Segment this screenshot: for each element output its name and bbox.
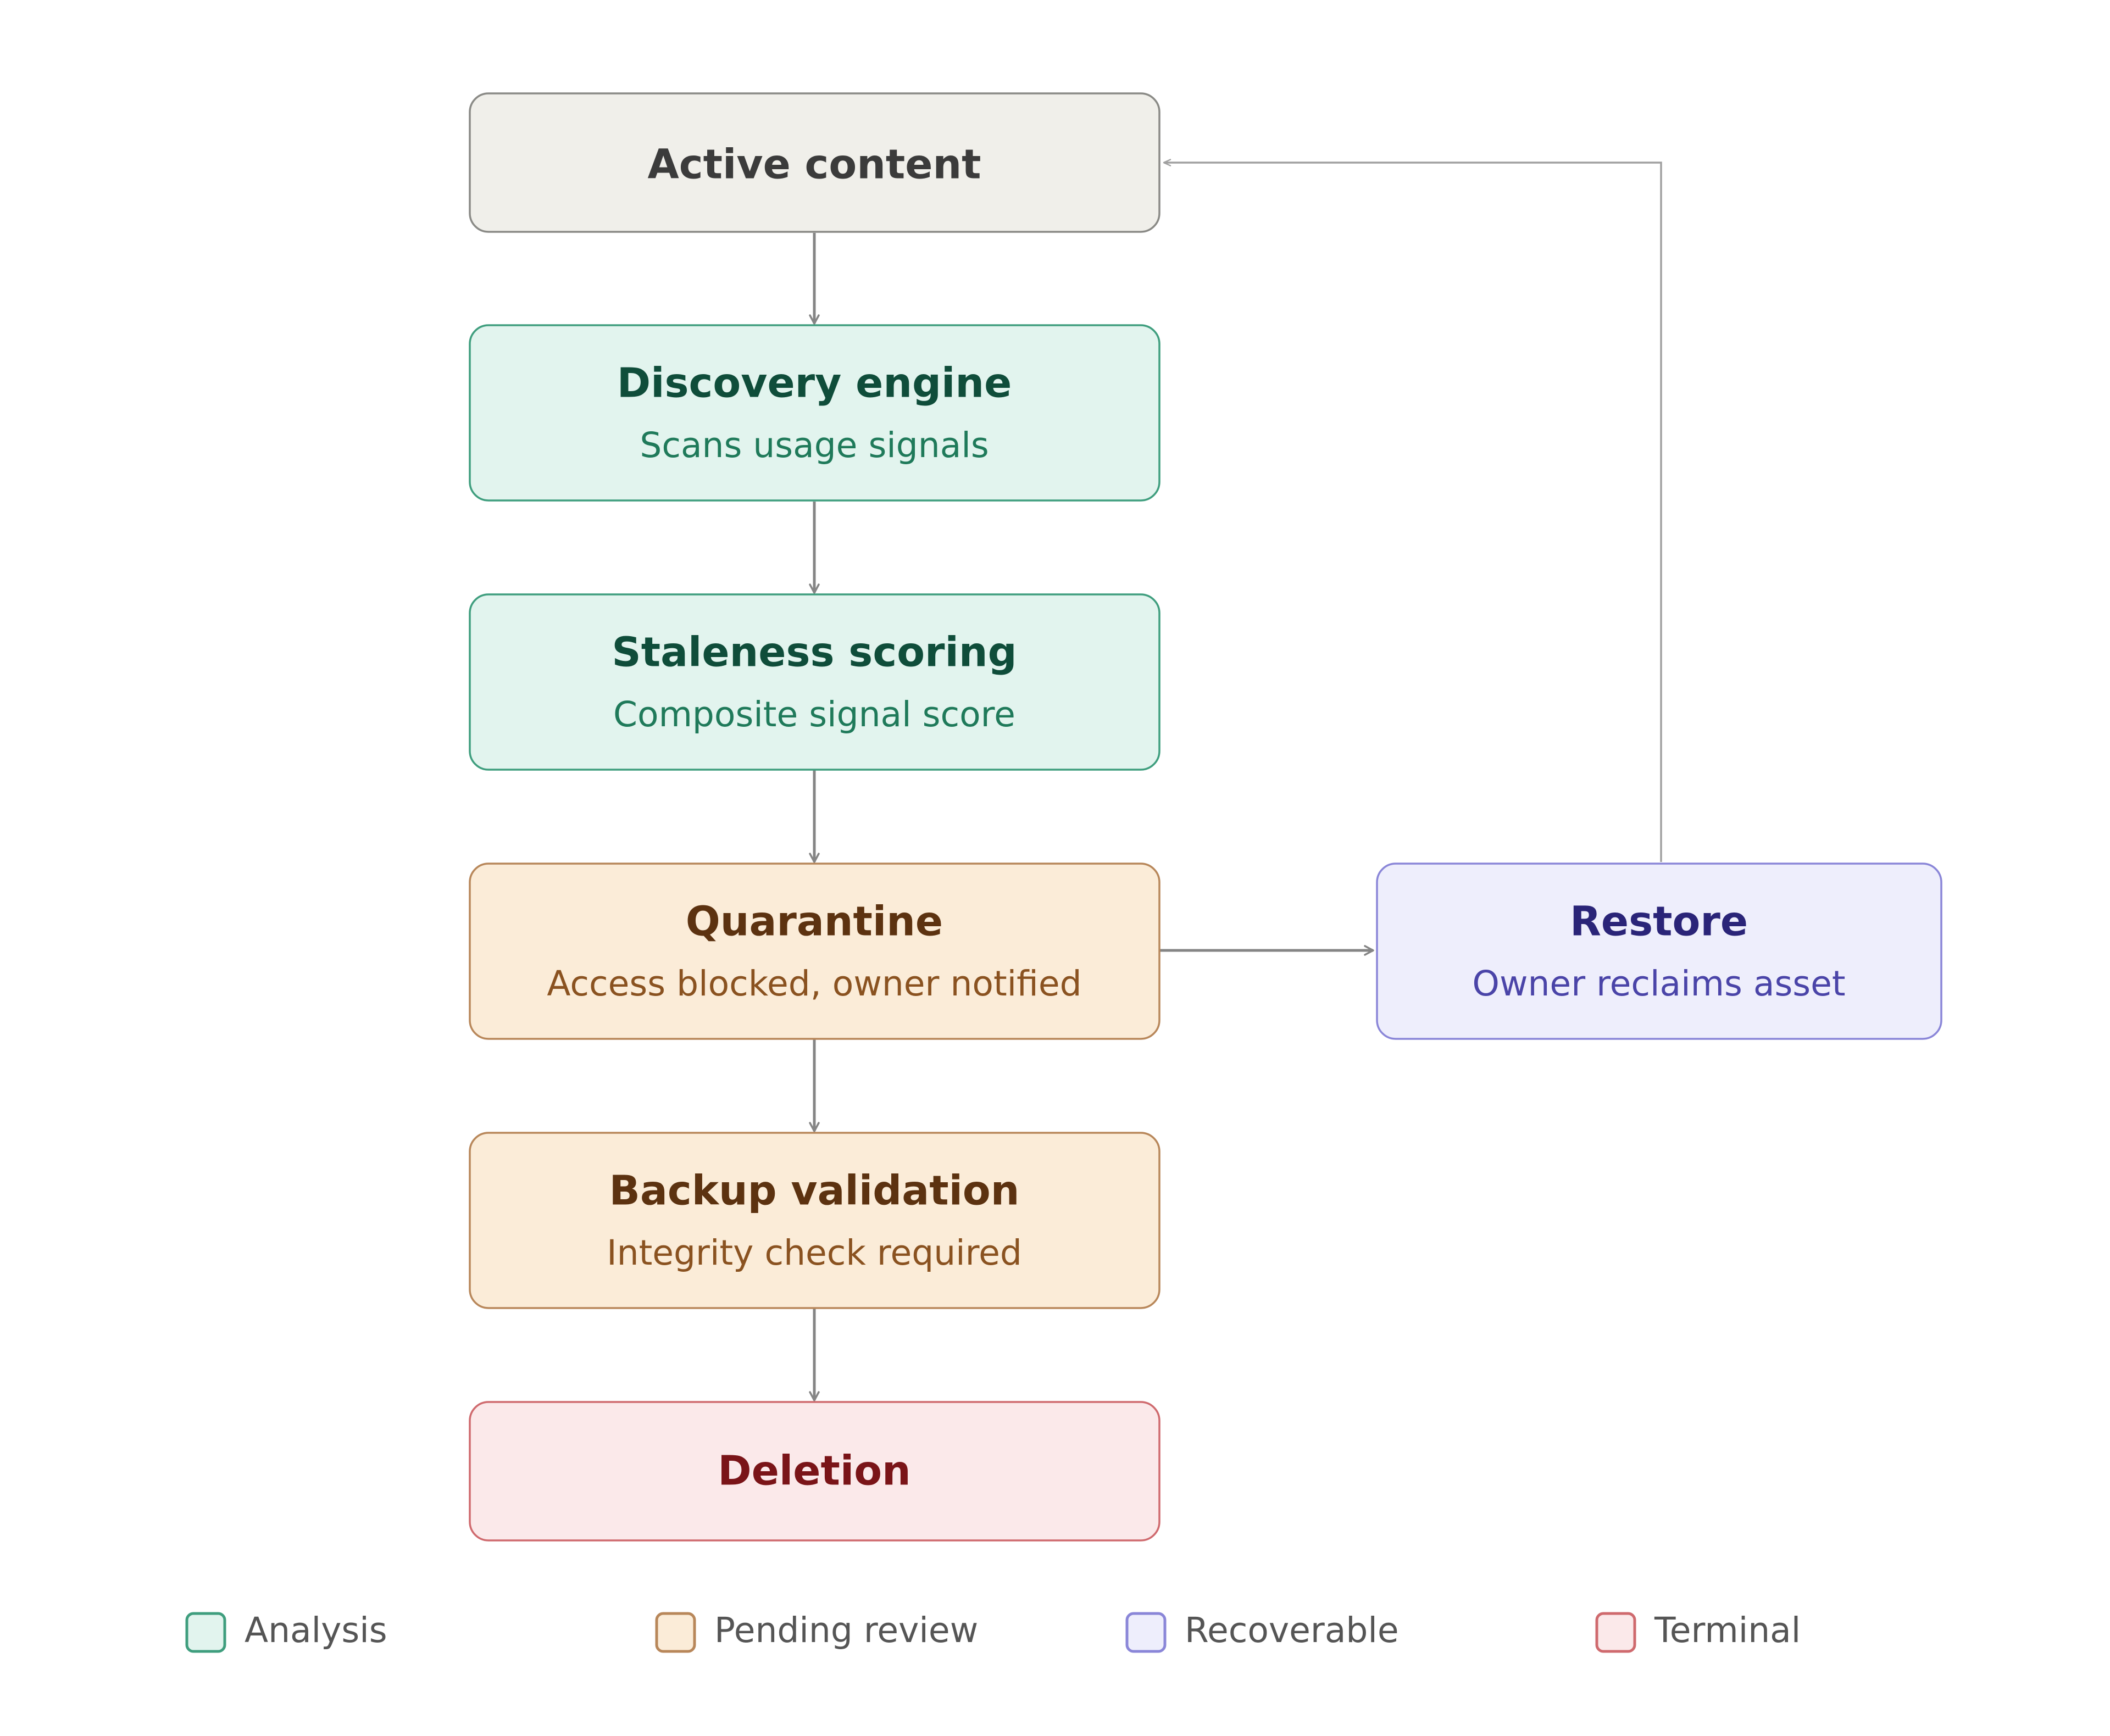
legend-item-analysis: Analysis <box>185 1610 387 1653</box>
node-restore-box <box>1376 863 1942 1040</box>
node-staleness-scoring[interactable]: Staleness scoring Composite signal score <box>469 593 1160 771</box>
legend-item-terminal: Terminal <box>1595 1610 1801 1653</box>
node-staleness-scoring-title: Staleness scoring <box>612 629 1017 676</box>
node-discovery-engine-box <box>469 324 1160 502</box>
legend-item-pending-review: Pending review <box>655 1610 978 1653</box>
node-deletion[interactable]: Deletion <box>469 1401 1160 1542</box>
node-backup-validation-title: Backup validation <box>609 1167 1020 1215</box>
legend-label-analysis: Analysis <box>245 1610 387 1650</box>
node-discovery-engine-title: Discovery engine <box>617 360 1012 407</box>
node-deletion-title: Deletion <box>718 1448 910 1495</box>
connectors <box>809 159 1662 1401</box>
node-quarantine-box <box>469 863 1160 1040</box>
legend: Analysis Pending review Recoverable Term… <box>185 1610 1801 1653</box>
node-quarantine[interactable]: Quarantine Access blocked, owner notifie… <box>469 863 1160 1040</box>
node-active-content-title: Active content <box>647 141 981 188</box>
legend-label-pending-review: Pending review <box>714 1610 978 1650</box>
node-backup-validation-box <box>469 1132 1160 1309</box>
arrow-restore-to-active <box>1163 159 1662 862</box>
legend-swatch-pending-review <box>655 1612 696 1653</box>
node-quarantine-title: Quarantine <box>686 898 943 945</box>
legend-swatch-analysis <box>185 1612 226 1653</box>
node-quarantine-subtitle: Access blocked, owner notified <box>547 964 1081 1004</box>
node-restore-subtitle: Owner reclaims asset <box>1472 964 1845 1004</box>
node-backup-validation-subtitle: Integrity check required <box>607 1233 1022 1273</box>
node-active-content[interactable]: Active content <box>469 92 1160 233</box>
node-deletion-box <box>469 1401 1160 1542</box>
node-staleness-scoring-subtitle: Composite signal score <box>613 694 1015 735</box>
node-backup-validation[interactable]: Backup validation Integrity check requir… <box>469 1132 1160 1309</box>
legend-item-recoverable: Recoverable <box>1125 1610 1399 1653</box>
legend-label-recoverable: Recoverable <box>1185 1610 1399 1650</box>
node-discovery-engine-subtitle: Scans usage signals <box>640 425 989 465</box>
legend-label-terminal: Terminal <box>1654 1610 1801 1650</box>
node-staleness-scoring-box <box>469 593 1160 771</box>
node-restore-title: Restore <box>1570 898 1748 945</box>
legend-swatch-terminal <box>1595 1612 1636 1653</box>
node-restore[interactable]: Restore Owner reclaims asset <box>1376 863 1942 1040</box>
node-discovery-engine[interactable]: Discovery engine Scans usage signals <box>469 324 1160 502</box>
legend-swatch-recoverable <box>1125 1612 1167 1653</box>
node-active-content-box <box>469 92 1160 233</box>
